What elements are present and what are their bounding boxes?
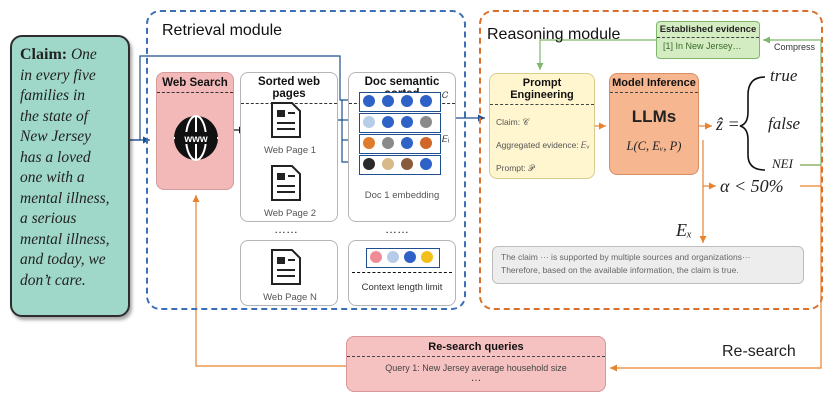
inference-formula: L(C, Eᵥ, P) xyxy=(626,139,682,153)
nei-label: NEI xyxy=(772,156,793,171)
alpha-condition: α < 50% xyxy=(720,176,784,196)
embedding-dot xyxy=(363,95,375,107)
prompt-evidence: Aggregated evidence: 𝐸ᵥ xyxy=(496,140,590,150)
embedding-dot xyxy=(382,137,394,149)
prompt-prompt: Prompt: 𝒫 xyxy=(496,163,535,173)
compress-label: Compress xyxy=(774,42,816,52)
document-icon xyxy=(271,249,301,285)
claim-line: New Jersey xyxy=(20,128,92,145)
embedding-dot xyxy=(401,95,413,107)
result-line-2: Therefore, based on the available inform… xyxy=(501,265,739,275)
embedding-dot xyxy=(420,116,432,128)
llms-label: LLMs xyxy=(631,107,677,126)
re-search-ellipsis: … xyxy=(470,372,482,384)
embedding-row xyxy=(359,155,441,175)
embedding-dot xyxy=(401,116,413,128)
reasoning-module xyxy=(479,10,823,310)
embedding-dot xyxy=(370,251,382,263)
context-limit-line xyxy=(352,272,452,273)
established-item: [1] In New Jersey… xyxy=(663,41,742,51)
false-label: false xyxy=(768,114,801,133)
c-label: 𝐶 xyxy=(442,90,449,100)
claim-box: Claim: One in every five families in the… xyxy=(10,35,130,317)
embedding-dot xyxy=(363,137,375,149)
claim-line: a serious xyxy=(20,210,77,227)
pages-ellipsis: …… xyxy=(274,222,298,236)
re-search-query-1: Query 1: New Jersey average household si… xyxy=(385,363,567,373)
claim-line: mental illness, xyxy=(20,230,110,248)
result-line-1: The claim ··· is supported by multiple s… xyxy=(501,252,751,262)
claim-line: the state of xyxy=(20,107,89,125)
embedding-dot xyxy=(404,251,416,263)
embedding-dot xyxy=(382,116,394,128)
claim-line: One xyxy=(70,46,97,63)
re-search-title: Re-search queries xyxy=(347,341,605,357)
doc-embedding-label: Doc 1 embedding xyxy=(364,190,440,201)
embedding-dot xyxy=(401,158,413,170)
model-inference-box: Model Inference LLMs L(C, Eᵥ, P) xyxy=(609,73,699,175)
sorted-pages-title: Sorted web pages xyxy=(241,76,337,104)
claim-label: Claim: xyxy=(20,46,68,63)
embedding-dot xyxy=(382,158,394,170)
embedding-dot xyxy=(420,95,432,107)
reasoning-title: Reasoning module xyxy=(487,26,621,43)
claim-line: one with a xyxy=(20,169,85,186)
embedding-dot xyxy=(363,116,375,128)
model-title: Model Inference xyxy=(610,77,698,93)
claim-line: and today, we xyxy=(20,251,106,268)
established-evidence-box: Established evidence [1] In New Jersey… xyxy=(656,21,760,59)
www-label: www xyxy=(183,134,208,145)
web-search-panel: Web Search www xyxy=(156,72,234,190)
web-page-n-label: Web Page N xyxy=(263,292,317,303)
embedding-row xyxy=(359,134,441,154)
embedding-dot xyxy=(363,158,375,170)
embedding-dot xyxy=(421,251,433,263)
embedding-row xyxy=(366,248,440,268)
embedding-dot xyxy=(420,158,432,170)
ex-label: Eₓ xyxy=(676,220,693,240)
claim-line: in every five xyxy=(20,66,96,84)
claim-line: don’t care. xyxy=(20,271,86,289)
embedding-row xyxy=(359,92,441,112)
embedding-dot xyxy=(387,251,399,263)
prompt-title: Prompt Engineering xyxy=(490,77,594,105)
retrieval-title: Retrieval module xyxy=(162,22,283,39)
prompt-claim: Claim: 𝒞 xyxy=(496,117,529,127)
ei-label: 𝐸ᵢ xyxy=(442,134,450,144)
context-limit-label: Context length limit xyxy=(361,282,443,293)
embedding-row xyxy=(359,113,441,133)
web-page-2-label: Web Page 2 xyxy=(263,208,317,219)
re-search-queries-box: Re-search queries Query 1: New Jersey av… xyxy=(346,336,606,392)
re-search-label: Re-search xyxy=(722,343,796,360)
retrieval-module xyxy=(146,10,466,310)
web-page-1-label: Web Page 1 xyxy=(263,145,317,156)
document-icon xyxy=(271,102,301,138)
claim-line: mental illness, xyxy=(20,189,110,207)
embedding-dot xyxy=(420,137,432,149)
globe-icon: www xyxy=(174,115,218,161)
embedding-dot xyxy=(401,137,413,149)
embedding-dot xyxy=(382,95,394,107)
claim-line: has a loved xyxy=(20,148,91,166)
result-explanation-box: The claim ··· is supported by multiple s… xyxy=(492,246,804,284)
established-title: Established evidence xyxy=(657,24,759,38)
web-search-title: Web Search xyxy=(157,77,233,93)
prompt-engineering-box: Prompt Engineering Claim: 𝒞 Aggregated e… xyxy=(489,73,595,179)
true-label: true xyxy=(770,66,798,85)
docs-ellipsis: …… xyxy=(385,222,409,236)
document-icon xyxy=(271,165,301,201)
z-hat-label: ẑ = xyxy=(716,114,740,134)
claim-line: families in xyxy=(20,87,86,104)
